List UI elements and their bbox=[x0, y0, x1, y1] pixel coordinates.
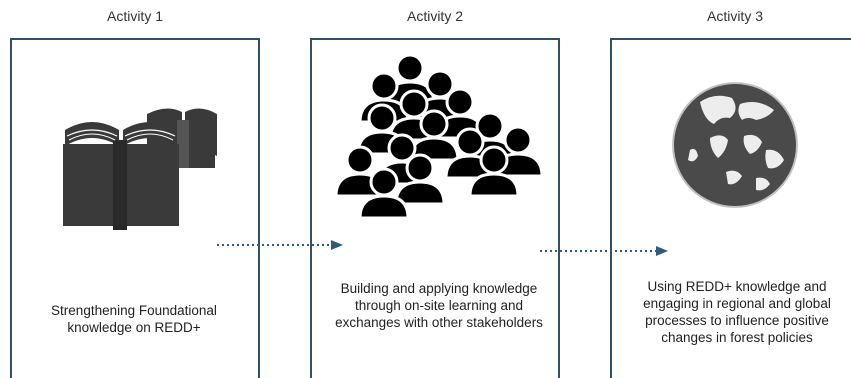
activity-3-title: Activity 3 bbox=[706, 8, 763, 24]
activity-3-box: Using REDD+ knowledge and engaging in re… bbox=[610, 38, 851, 378]
arrow-activity-2-to-3 bbox=[540, 246, 668, 256]
activity-1-description: Strengthening Foundational knowledge on … bbox=[51, 303, 217, 335]
arrow-activity-1-to-2 bbox=[217, 240, 343, 250]
activity-3-description: Using REDD+ knowledge and engaging in re… bbox=[643, 279, 831, 345]
books-icon bbox=[63, 108, 217, 230]
people-crowd-icon bbox=[334, 53, 544, 220]
activity-2-description: Building and applying knowledge through … bbox=[335, 281, 543, 330]
activity-1-title: Activity 1 bbox=[106, 8, 163, 24]
globe-icon bbox=[672, 82, 798, 208]
activity-2-box: Building and applying knowledge through … bbox=[310, 38, 560, 378]
activity-2-title: Activity 2 bbox=[406, 8, 463, 24]
activity-1-box: Strengthening Foundational knowledge on … bbox=[10, 38, 260, 378]
